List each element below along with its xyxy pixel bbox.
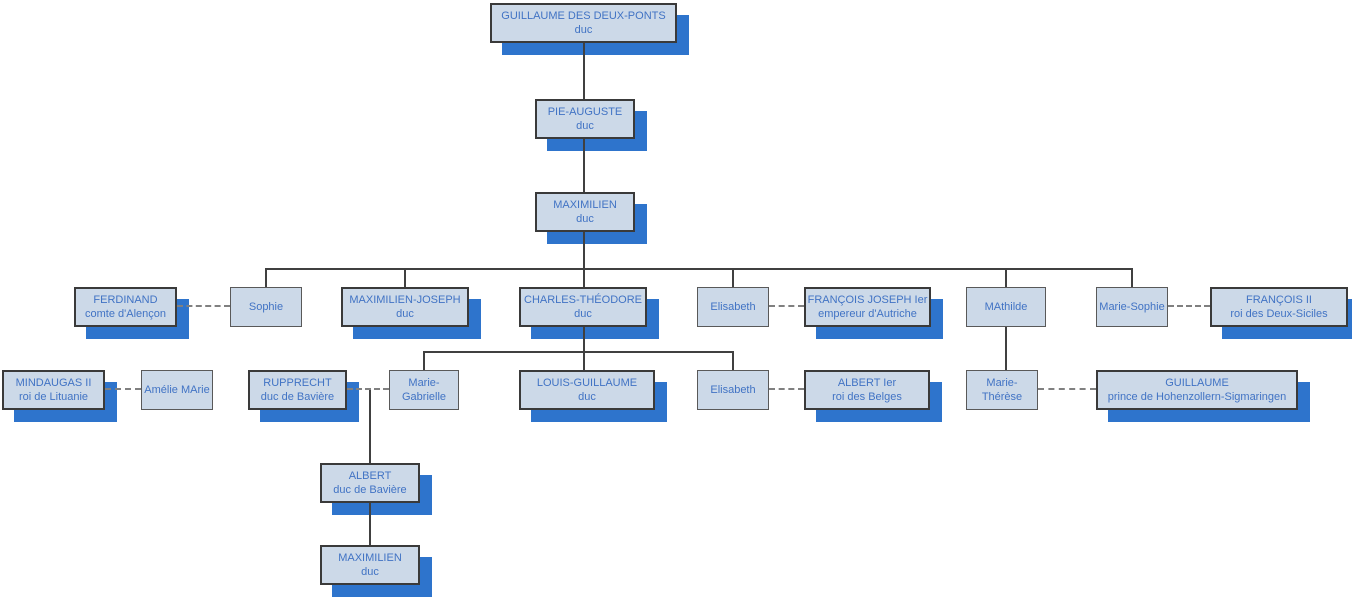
- person-node-francois-joseph-ier[interactable]: FRANÇOIS JOSEPH Ier empereur d'Autriche: [804, 287, 931, 327]
- person-name: MAXIMILIEN: [553, 199, 617, 211]
- marriage-dashed-line: [1168, 305, 1210, 307]
- person-name: FRANÇOIS II: [1245, 294, 1312, 306]
- person-node-maximilien-joseph[interactable]: MAXIMILIEN-JOSEPH duc: [341, 287, 469, 327]
- parent-child-connector-line: [369, 503, 371, 545]
- drop-connector-line: [732, 351, 734, 370]
- person-node-mindaugas-ii[interactable]: MINDAUGAS II roi de Lituanie: [2, 370, 105, 410]
- parent-child-connector-line: [583, 232, 585, 287]
- person-name: ALBERT: [348, 470, 392, 482]
- person-name: ALBERT Ier: [837, 377, 897, 389]
- person-name: Elisabeth: [710, 384, 756, 396]
- person-node-marie-sophie[interactable]: Marie-Sophie: [1096, 287, 1168, 327]
- parent-child-connector-line: [369, 390, 371, 463]
- person-title: Thérèse: [981, 391, 1023, 403]
- marriage-dashed-line: [105, 388, 141, 390]
- parent-child-connector-line: [583, 43, 585, 99]
- person-node-charles-theodore[interactable]: CHARLES-THÉODORE duc: [519, 287, 647, 327]
- marriage-dashed-line: [347, 388, 389, 390]
- person-name: MAXIMILIEN-JOSEPH: [349, 294, 461, 306]
- person-name: Marie-: [986, 377, 1018, 389]
- parent-child-connector-line: [583, 139, 585, 192]
- person-name: GUILLAUME DES DEUX-PONTS: [501, 10, 666, 22]
- person-node-amelie-marie[interactable]: Amélie MArie: [141, 370, 213, 410]
- person-title: roi de Lituanie: [18, 391, 89, 403]
- person-title: Gabrielle: [401, 391, 447, 403]
- person-node-marie-therese[interactable]: Marie- Thérèse: [966, 370, 1038, 410]
- person-node-maximilien-2[interactable]: MAXIMILIEN duc: [320, 545, 420, 585]
- person-title: duc: [574, 308, 592, 320]
- sibling-bar-connector-line: [265, 268, 1133, 270]
- person-name: Sophie: [248, 301, 284, 313]
- drop-connector-line: [404, 268, 406, 287]
- person-name: Marie-: [408, 377, 440, 389]
- person-node-marie-gabrielle[interactable]: Marie- Gabrielle: [389, 370, 459, 410]
- person-title: duc de Bavière: [260, 391, 335, 403]
- person-name: LOUIS-GUILLAUME: [536, 377, 638, 389]
- person-name: MAthilde: [984, 301, 1028, 313]
- drop-connector-line: [423, 351, 425, 370]
- person-node-pie-auguste[interactable]: PIE-AUGUSTE duc: [535, 99, 635, 139]
- person-title: duc: [361, 566, 379, 578]
- person-title: comte d'Alençon: [85, 308, 166, 320]
- person-title: roi des Belges: [832, 391, 902, 403]
- person-node-mathilde[interactable]: MAthilde: [966, 287, 1046, 327]
- sibling-bar-connector-line: [423, 351, 734, 353]
- person-node-elisabeth-2[interactable]: Elisabeth: [697, 370, 769, 410]
- person-name: PIE-AUGUSTE: [547, 106, 623, 118]
- person-node-louis-guillaume[interactable]: LOUIS-GUILLAUME duc: [519, 370, 655, 410]
- parent-child-connector-line: [583, 327, 585, 370]
- marriage-dashed-line: [1038, 388, 1096, 390]
- person-node-guillaume-des-deux-ponts[interactable]: GUILLAUME DES DEUX-PONTS duc: [490, 3, 677, 43]
- person-title: duc: [574, 24, 593, 36]
- person-name: RUPPRECHT: [263, 377, 332, 389]
- person-node-francois-ii[interactable]: FRANÇOIS II roi des Deux-Siciles: [1210, 287, 1348, 327]
- person-title: duc: [578, 391, 596, 403]
- person-name: FERDINAND: [93, 294, 158, 306]
- drop-connector-line: [1005, 268, 1007, 287]
- person-name: Elisabeth: [710, 301, 756, 313]
- person-node-guillaume-hohenzollern[interactable]: GUILLAUME prince de Hohenzollern-Sigmarin…: [1096, 370, 1298, 410]
- person-title: duc de Bavière: [333, 484, 407, 496]
- person-name: Amélie MArie: [144, 384, 210, 396]
- person-title: prince de Hohenzollern-Sigmaringen: [1107, 391, 1287, 403]
- person-title: roi des Deux-Siciles: [1230, 308, 1328, 320]
- person-title: duc: [396, 308, 414, 320]
- marriage-dashed-line: [769, 305, 804, 307]
- person-node-albert-baviere[interactable]: ALBERT duc de Bavière: [320, 463, 420, 503]
- person-name: GUILLAUME: [1165, 377, 1229, 389]
- person-name: MAXIMILIEN: [338, 552, 402, 564]
- person-node-sophie[interactable]: Sophie: [230, 287, 302, 327]
- person-name: CHARLES-THÉODORE: [524, 294, 642, 306]
- marriage-dashed-line: [769, 388, 804, 390]
- person-node-ferdinand[interactable]: FERDINAND comte d'Alençon: [74, 287, 177, 327]
- person-title: duc: [576, 120, 594, 132]
- person-node-elisabeth-1[interactable]: Elisabeth: [697, 287, 769, 327]
- person-name: Marie-Sophie: [1099, 301, 1165, 313]
- person-node-rupprecht[interactable]: RUPPRECHT duc de Bavière: [248, 370, 347, 410]
- drop-connector-line: [732, 268, 734, 287]
- person-node-albert-ier[interactable]: ALBERT Ier roi des Belges: [804, 370, 930, 410]
- person-name: MINDAUGAS II: [15, 377, 92, 389]
- person-title: empereur d'Autriche: [818, 308, 917, 320]
- person-title: duc: [576, 213, 594, 225]
- person-name: FRANÇOIS JOSEPH Ier: [807, 294, 928, 306]
- person-node-maximilien-duc[interactable]: MAXIMILIEN duc: [535, 192, 635, 232]
- marriage-dashed-line: [177, 305, 230, 307]
- drop-connector-line: [265, 268, 267, 287]
- drop-connector-line: [1131, 268, 1133, 287]
- parent-child-connector-line: [1005, 327, 1007, 370]
